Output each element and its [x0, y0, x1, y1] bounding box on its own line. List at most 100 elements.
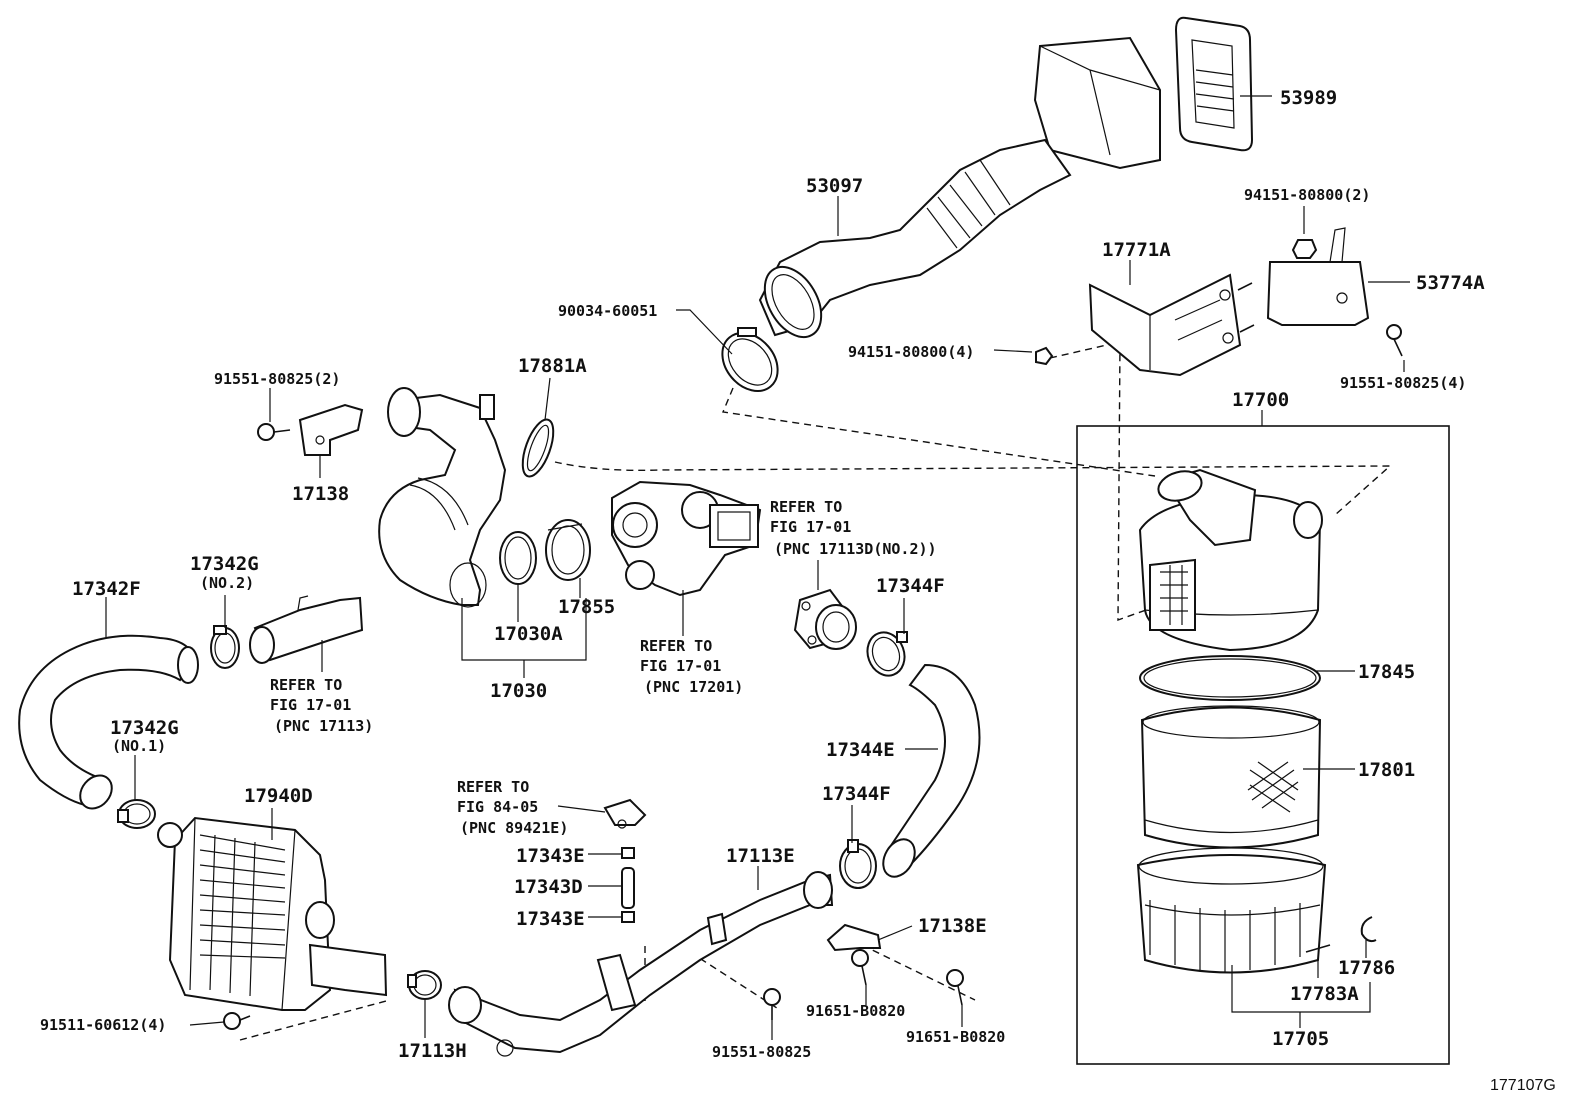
- svg-text:REFER TO: REFER TO: [770, 498, 842, 516]
- label-17030A: 17030A: [494, 623, 563, 645]
- svg-text:(PNC 89421E): (PNC 89421E): [460, 819, 568, 837]
- label-91651-B0820-a: 91651-B0820: [806, 1002, 905, 1020]
- label-17786: 17786: [1338, 957, 1395, 979]
- svg-text:(PNC 17201): (PNC 17201): [644, 678, 743, 696]
- label-17845: 17845: [1358, 661, 1415, 683]
- label-90034-60051: 90034-60051: [558, 302, 657, 320]
- label-17940D: 17940D: [244, 785, 313, 807]
- label-17138E: 17138E: [918, 915, 987, 937]
- part-17771A-bracket: [1088, 273, 1255, 377]
- part-17138-bracket: [298, 403, 364, 456]
- part-17138E-bracket: [826, 923, 882, 952]
- svg-text:(PNC 17113D(NO.2)): (PNC 17113D(NO.2)): [774, 540, 937, 558]
- part-17343E-clip-upper: [621, 847, 635, 859]
- part-17343D-hose: [621, 867, 635, 909]
- label-17343E-lower: 17343E: [516, 908, 585, 930]
- label-17881A: 17881A: [518, 355, 587, 377]
- label-17030: 17030: [490, 680, 547, 702]
- label-94151-80800-2: 94151-80800(2): [1244, 186, 1370, 204]
- label-17113H: 17113H: [398, 1040, 467, 1062]
- part-labels: 53989 53097 90034-60051 94151-80800(2) 1…: [40, 87, 1485, 1062]
- part-turbo-outlet-flange: [793, 588, 857, 650]
- part-17786-clip: [1360, 916, 1377, 943]
- label-17344F-upper: 17344F: [876, 575, 945, 597]
- part-17855-hose: [545, 519, 591, 581]
- label-17801: 17801: [1358, 759, 1415, 781]
- note-vacuum: REFER TO FIG 84-05 (PNC 89421E): [457, 778, 568, 837]
- svg-text:(PNC 17113): (PNC 17113): [274, 717, 373, 735]
- label-53774A: 53774A: [1416, 272, 1485, 294]
- label-94151-80800-4: 94151-80800(4): [848, 343, 974, 361]
- part-vacuum-ref-bracket: [603, 798, 647, 829]
- svg-text:REFER TO: REFER TO: [457, 778, 529, 796]
- bolt-91651-B0820-a: [851, 949, 869, 986]
- part-17113H-clamp: [407, 970, 442, 1000]
- part-17344F-clamp-lower: [839, 839, 877, 889]
- part-inlet-pipe-ref: [249, 595, 364, 664]
- note-turbo: REFER TO FIG 17-01 (PNC 17201): [640, 637, 743, 696]
- assembly-17700-box: [1076, 425, 1450, 1065]
- label-91511-60612-4: 91511-60612(4): [40, 1016, 166, 1034]
- leader-lines: [105, 95, 1410, 1040]
- bolt-91551-80825-4: [1386, 324, 1403, 357]
- label-17700: 17700: [1232, 389, 1289, 411]
- label-17342G-no1-sub: (NO.1): [112, 737, 166, 755]
- part-turbocharger: [611, 480, 762, 597]
- part-intake-pipe: [378, 387, 507, 608]
- bolt-94151-80800-4: [1035, 346, 1054, 366]
- label-53097: 53097: [806, 175, 863, 197]
- label-17783A: 17783A: [1290, 983, 1359, 1005]
- part-53097-intake-hose: [758, 36, 1161, 339]
- bolt-91511-60612-4: [223, 1012, 251, 1030]
- note-turbo-flange: REFER TO FIG 17-01 (PNC 17113D(NO.2)): [770, 498, 937, 558]
- part-17344F-clamp-upper: [866, 631, 908, 677]
- part-17113E-pipe: [448, 871, 834, 1057]
- bolt-91651-B0820-b: [946, 969, 964, 1006]
- part-17344E-hose: [882, 663, 981, 878]
- part-17030A-clamp: [499, 531, 537, 585]
- part-17783A-pin: [1305, 944, 1331, 953]
- part-53989-cover: [1174, 16, 1254, 152]
- label-17705: 17705: [1272, 1028, 1329, 1050]
- part-17342G-clamp-no1: [117, 799, 156, 829]
- part-17700-air-cleaner-top: [1138, 468, 1323, 652]
- part-17342G-clamp-no2: [210, 625, 240, 669]
- label-17113E: 17113E: [726, 845, 795, 867]
- svg-text:REFER TO: REFER TO: [270, 676, 342, 694]
- svg-text:FIG 17-01: FIG 17-01: [270, 696, 351, 714]
- part-17801-element: [1140, 705, 1322, 849]
- part-90034-60051-clamp: [721, 327, 779, 392]
- label-17855: 17855: [558, 596, 615, 618]
- part-17940D-intercooler: [157, 816, 388, 1011]
- label-17343E-upper: 17343E: [516, 845, 585, 867]
- label-17342G-no2: 17342G: [190, 553, 259, 575]
- svg-text:FIG 84-05: FIG 84-05: [457, 798, 538, 816]
- label-17342F: 17342F: [72, 578, 141, 600]
- label-17138: 17138: [292, 483, 349, 505]
- label-17343D: 17343D: [514, 876, 583, 898]
- label-91551-80825-2: 91551-80825(2): [214, 370, 340, 388]
- bolt-91551-80825-2: [257, 423, 291, 441]
- label-17771A: 17771A: [1102, 239, 1171, 261]
- part-17881A-clamp: [521, 418, 555, 478]
- label-17342G-no1: 17342G: [110, 717, 179, 739]
- figure-id: 177107G: [1490, 1077, 1556, 1094]
- part-53774A-bracket: [1266, 227, 1370, 326]
- bolt-91551-80825: [763, 988, 781, 1020]
- label-91551-80825-4: 91551-80825(4): [1340, 374, 1466, 392]
- label-91551-80825: 91551-80825: [712, 1043, 811, 1061]
- label-17344F-lower: 17344F: [822, 783, 891, 805]
- part-17845-gasket: [1139, 655, 1321, 701]
- part-17343E-clip-lower: [621, 911, 635, 923]
- part-17705-case: [1136, 847, 1327, 974]
- label-53989: 53989: [1280, 87, 1337, 109]
- note-inlet-pipe: REFER TO FIG 17-01 (PNC 17113): [270, 676, 373, 735]
- svg-text:FIG 17-01: FIG 17-01: [770, 518, 851, 536]
- label-91651-B0820-b: 91651-B0820: [906, 1028, 1005, 1046]
- label-17342G-no2-sub: (NO.2): [200, 574, 254, 592]
- svg-text:FIG 17-01: FIG 17-01: [640, 657, 721, 675]
- label-17344E: 17344E: [826, 739, 895, 761]
- part-17342F-hose: [18, 634, 199, 810]
- svg-text:REFER TO: REFER TO: [640, 637, 712, 655]
